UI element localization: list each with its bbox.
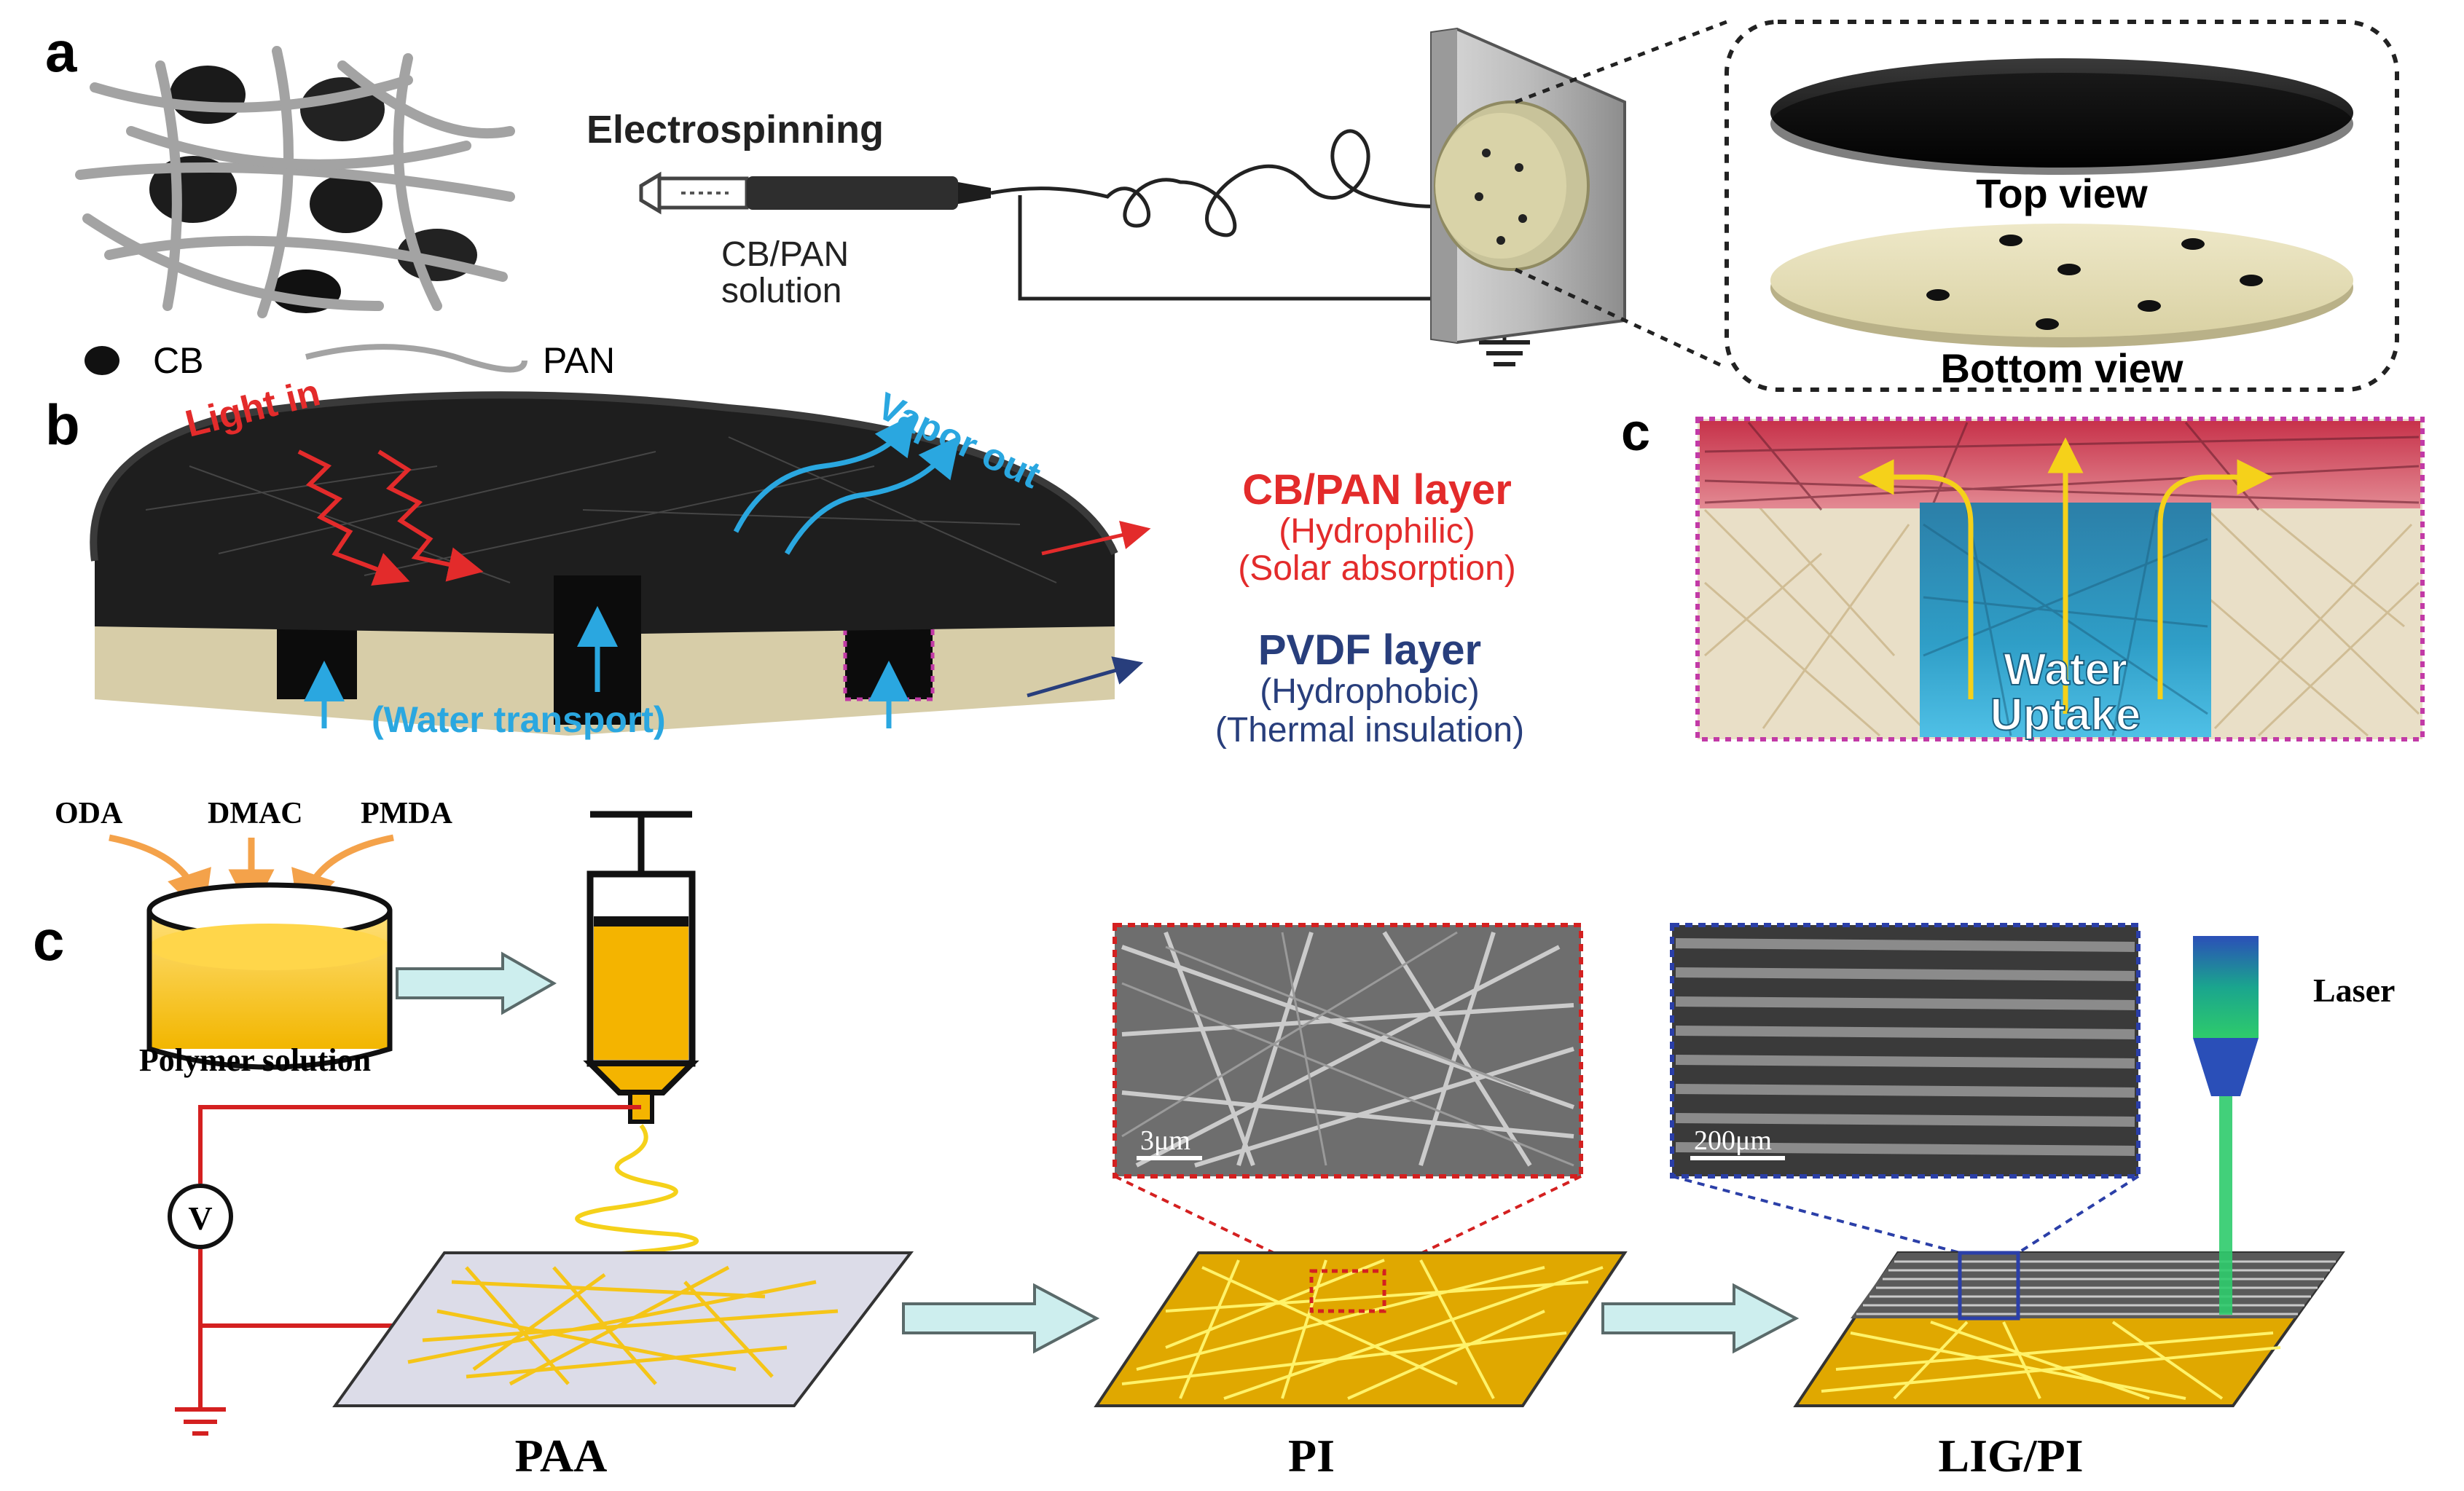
lig-sem-inset [1670,923,2141,1179]
pan-legend-icon [305,344,527,373]
water-uptake-arrows [1858,437,2273,714]
paa-label: PAA [515,1430,608,1482]
panel-a: a Electrospinning [45,20,2399,392]
collector-plate [1430,27,1626,345]
panel-c-bottom-label: c [33,908,64,972]
fiber-network-illustration [75,46,515,318]
panel-c-bottom: c ODA DMAC PMDA Polymer solution [33,797,2395,1482]
cb-pan-pointer [1041,521,1151,556]
pmda-label: PMDA [361,797,453,830]
pan-legend-label: PAN [543,340,615,381]
pi-zoom-lines [1114,1175,1582,1272]
lig-stripes [1675,938,2135,1156]
paa-collector [332,1251,914,1407]
spinning-jet [990,129,1458,237]
panel-a-label: a [45,20,77,84]
pvdf-pointer [1027,656,1144,698]
bottom-view-disk [1770,224,2353,337]
lig-pi-label: LIG/PI [1938,1430,2083,1482]
pi-zoom-box [1309,1269,1386,1313]
electrospinning-label: Electrospinning [586,108,884,152]
ground-symbol [1479,340,1530,366]
beaker-icon [146,882,393,1070]
solution-label-line2: solution [721,272,841,310]
panel-c-top-label: c [1621,404,1650,462]
laser-label: Laser [2313,972,2395,1009]
high-voltage-circuit [198,1105,641,1409]
ground-symbol-2 [175,1407,226,1436]
cb-legend-label: CB [153,340,203,381]
syringe-pump-icon [583,811,699,1124]
dmac-label: DMAC [208,797,303,830]
vapor-out-arrows [733,413,960,555]
bottom-view-holes [1926,235,2263,330]
paa-fibers [407,1265,839,1386]
water-transport-arrows [304,606,909,728]
voltage-source-icon [168,1184,233,1249]
lig-scale-label: 200μm [1694,1125,1772,1156]
pi-fibers [1121,1259,1604,1400]
pvdf-layer-label: PVDF layer [1258,626,1481,674]
polymer-solution-label: Polymer solution [139,1042,371,1078]
syringe-icon [639,171,991,215]
solution-label-line1: CB/PAN [721,235,849,274]
zoom-lines [1514,20,1728,370]
laser-icon [2193,936,2259,1315]
process-arrow-1 [396,951,557,1015]
lig-zoom-lines [1671,1175,2140,1254]
cb-pan-layer [93,395,1115,634]
pi-mat [1094,1251,1628,1407]
pi-label: PI [1288,1430,1335,1482]
pi-scale-label: 3μm [1140,1125,1190,1156]
top-absorber-band [1700,421,2420,508]
water-label: Water [2004,645,2127,695]
panel-c-top: c Water Uptake [1621,404,2425,741]
cb-legend-icon [85,346,119,375]
lig-pi-fibers [1821,1321,2281,1400]
panel-b-label: b [45,393,80,457]
light-in-arrows [297,449,484,586]
oda-label: ODA [55,797,123,830]
panel-b: b Light in Vapor out [45,371,1524,750]
process-arrow-3 [1601,1283,1800,1354]
top-view-label: Top view [1976,170,2148,216]
cb-pan-prop2: (Solar absorption) [1238,549,1516,588]
uptake-label: Uptake [1990,690,2141,740]
lig-zoom-box [1958,1251,2020,1321]
bottom-view-label: Bottom view [1941,345,2184,391]
cb-pan-layer-label: CB/PAN layer [1242,466,1512,514]
voltage-label: V [188,1200,212,1237]
views-box [1725,20,2399,392]
cb-pan-prop1: (Hydrophilic) [1279,512,1475,551]
process-arrow-2 [902,1283,1100,1354]
pvdf-prop1: (Hydrophobic) [1260,672,1479,711]
pvdf-prop2: (Thermal insulation) [1215,711,1524,750]
water-transport-label: (Water transport) [372,699,666,740]
